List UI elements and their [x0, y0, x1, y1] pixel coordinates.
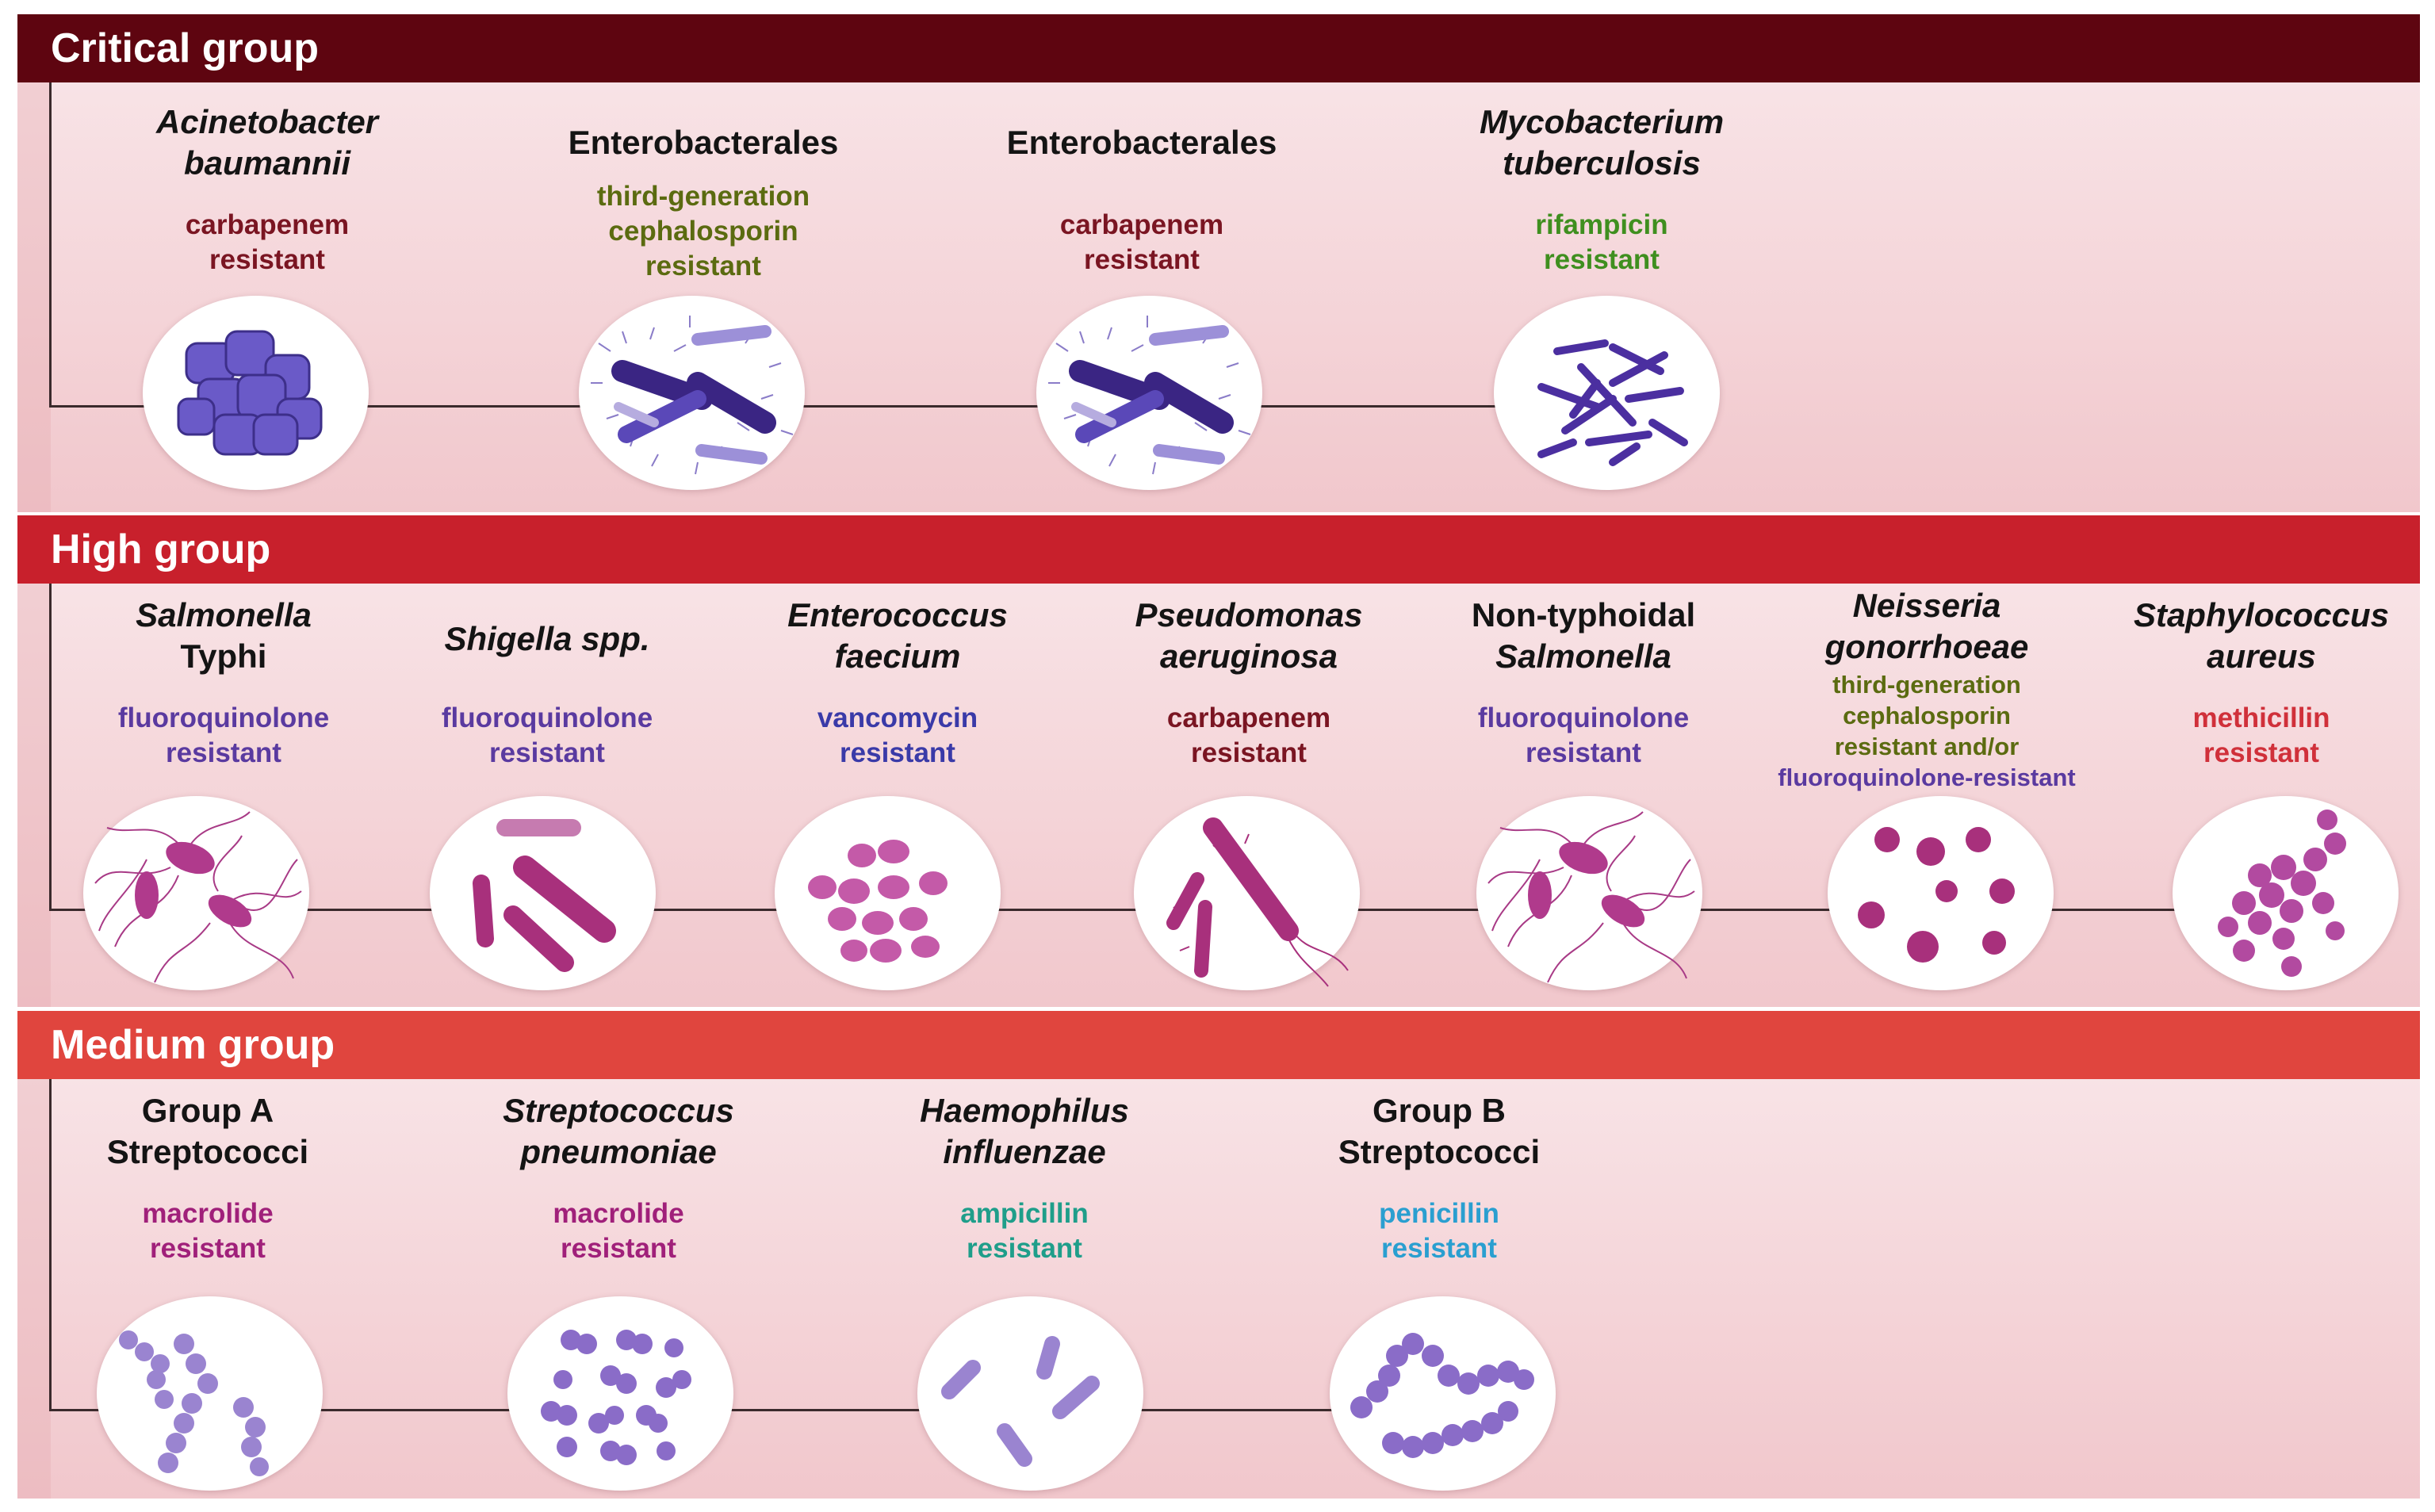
high-group: High group Salmonella Typhi fluoroquinol… — [17, 515, 2420, 1007]
organism-name: Mycobacterium — [1479, 103, 1725, 140]
resistance-label: carbapenem — [1166, 702, 1331, 733]
diplococci-icon — [1828, 796, 2054, 990]
flagellated-bacteria-icon — [83, 796, 309, 990]
organism-name: Salmonella — [1495, 637, 1671, 675]
resistance-label: resistant — [166, 737, 281, 768]
resistance-label: resistant — [840, 737, 955, 768]
organism-name: Typhi — [180, 637, 267, 675]
resistance-label: resistant — [1544, 244, 1660, 275]
organism-name: gonorrhoeae — [1824, 628, 2029, 665]
resistance-label: penicillin — [1379, 1198, 1499, 1229]
resistance-label: resistant — [645, 251, 761, 281]
resistance-label: resistant — [967, 1233, 1082, 1264]
organism-name: Streptococci — [1338, 1133, 1541, 1170]
organism-name: tuberculosis — [1503, 144, 1701, 182]
organism-name: influenzae — [943, 1133, 1106, 1170]
grape-cluster-icon — [2173, 796, 2399, 990]
chain-cocci-icon — [1330, 1296, 1556, 1491]
resistance-label: vancomycin — [817, 702, 978, 733]
organism-name: Staphylococcus — [2133, 596, 2390, 634]
short-rods-icon — [917, 1296, 1143, 1491]
connector-vertical — [49, 584, 52, 909]
resistance-label: cephalosporin — [1843, 702, 2011, 729]
high-group-header: High group — [17, 515, 2420, 584]
resistance-label: resistant and/or — [1834, 733, 2020, 760]
organism-name: aeruginosa — [1159, 637, 1338, 675]
cocci-pairs-icon — [775, 796, 1001, 990]
organism-name: Streptococci — [106, 1133, 309, 1170]
medium-group-header: Medium group — [17, 1011, 2420, 1079]
rod-bacteria-icon — [579, 296, 805, 490]
organism-name: Enterobacterales — [1006, 124, 1277, 161]
resistance-label: fluoroquinolone-resistant — [1778, 764, 2076, 791]
resistance-label: resistant — [2203, 737, 2319, 768]
organism-name: Acinetobacter — [155, 103, 379, 140]
resistance-label: cephalosporin — [608, 216, 798, 247]
organism-name: pneumoniae — [520, 1133, 717, 1170]
resistance-label: ampicillin — [960, 1198, 1089, 1229]
organism-name: aureus — [2207, 637, 2316, 675]
organism-name: Neisseria — [1852, 587, 2001, 624]
resistance-label: carbapenem — [1059, 209, 1224, 240]
critical-group-header: Critical group — [17, 14, 2420, 82]
clustered-cocci-icon — [143, 296, 369, 490]
resistance-label: fluoroquinolone — [441, 702, 653, 733]
organism-name: faecium — [834, 637, 961, 675]
organism-name: Group B — [1373, 1092, 1506, 1129]
resistance-label: methicillin — [2192, 702, 2330, 733]
medium-group-body — [17, 1079, 2420, 1499]
group-title: Critical group — [51, 25, 320, 71]
resistance-label: carbapenem — [185, 209, 350, 240]
flagellated-rod-icon — [1134, 796, 1360, 990]
organism-name: Shigella spp. — [444, 620, 650, 657]
organism-name: Enterococcus — [787, 596, 1008, 634]
rod-bacteria-icon — [430, 796, 656, 990]
resistance-label: third-generation — [1832, 671, 2021, 699]
resistance-label: third-generation — [596, 181, 810, 212]
organism-name: Group A — [141, 1092, 274, 1129]
organism-name: Haemophilus — [920, 1092, 1129, 1129]
organism-name: Pseudomonas — [1135, 596, 1363, 634]
flagellated-bacteria-icon — [1476, 796, 1702, 990]
organism-name: Streptococcus — [503, 1092, 734, 1129]
resistance-label: resistant — [1191, 737, 1307, 768]
resistance-label: fluoroquinolone — [117, 702, 330, 733]
resistance-label: resistant — [209, 244, 325, 275]
organism-name: Non-typhoidal — [1471, 596, 1696, 634]
organism-name: Enterobacterales — [568, 124, 839, 161]
resistance-label: resistant — [1084, 244, 1200, 275]
critical-group: Critical group Acinetobacter baumannii c… — [17, 14, 2420, 512]
resistance-label: macrolide — [553, 1198, 684, 1229]
connector-vertical — [49, 82, 52, 406]
thin-rods-icon — [1494, 296, 1720, 490]
resistance-label: resistant — [150, 1233, 266, 1264]
organism-name: Salmonella — [136, 596, 312, 634]
connector-vertical — [49, 1079, 52, 1410]
medium-group: Medium group Group A Streptococci macrol… — [17, 1011, 2420, 1499]
organism-name: baumannii — [183, 144, 351, 182]
resistance-label: resistant — [489, 737, 605, 768]
rod-bacteria-icon — [1036, 296, 1262, 490]
resistance-label: resistant — [1526, 737, 1641, 768]
chain-cocci-icon — [97, 1296, 323, 1491]
group-title: Medium group — [51, 1022, 335, 1068]
group-title: High group — [51, 526, 271, 572]
resistance-label: fluoroquinolone — [1477, 702, 1690, 733]
diplococci-icon — [507, 1296, 733, 1491]
resistance-label: resistant — [1381, 1233, 1497, 1264]
resistance-label: macrolide — [142, 1198, 274, 1229]
resistance-label: rifampicin — [1535, 209, 1668, 240]
resistance-label: resistant — [561, 1233, 676, 1264]
